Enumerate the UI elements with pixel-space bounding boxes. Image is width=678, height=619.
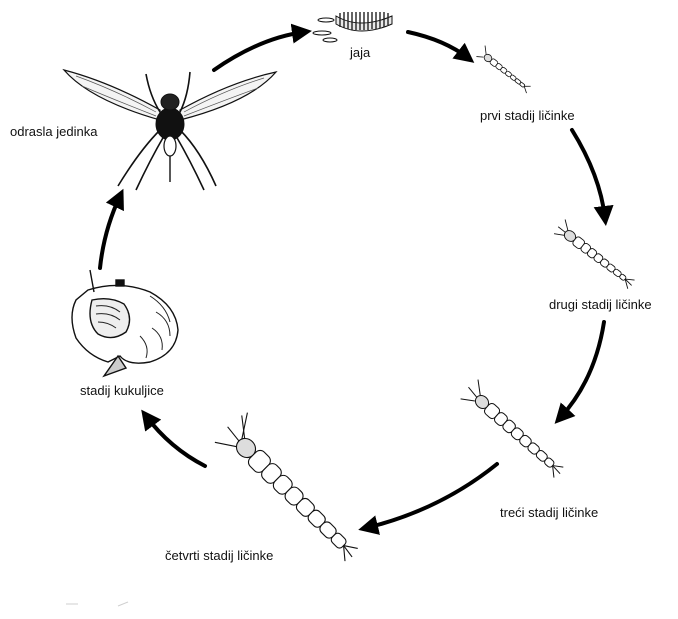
larva-stage2-illustration — [553, 219, 638, 291]
egg-raft-illustration — [313, 12, 392, 42]
larva-stage4-illustration — [213, 410, 371, 568]
stage-label-egg: jaja — [350, 45, 370, 61]
larva-stage3-illustration — [459, 378, 570, 482]
arrow-larva2-to-larva3 — [560, 322, 604, 418]
arrow-larva3-to-larva4 — [366, 464, 497, 528]
arrow-egg-to-larva1 — [408, 32, 468, 58]
pupa-illustration — [72, 270, 178, 376]
arrow-adult-to-egg — [214, 32, 304, 70]
stage-label-larva1: prvi stadij ličinke — [480, 108, 575, 124]
stage-label-adult: odrasla jedinka — [10, 124, 97, 140]
stage-label-larva4: četvrti stadij ličinke — [165, 548, 273, 564]
arrow-larva4-to-pupa — [146, 416, 205, 466]
stage-label-pupa: stadij kukuljice — [80, 383, 164, 399]
faint-mark — [66, 602, 128, 606]
arrow-larva1-to-larva2 — [572, 130, 605, 218]
stage-label-larva3: treći stadij ličinke — [500, 505, 598, 521]
arrow-pupa-to-adult — [100, 196, 120, 268]
larva-stage1-illustration — [476, 46, 533, 95]
stage-label-larva2: drugi stadij ličinke — [549, 297, 652, 313]
